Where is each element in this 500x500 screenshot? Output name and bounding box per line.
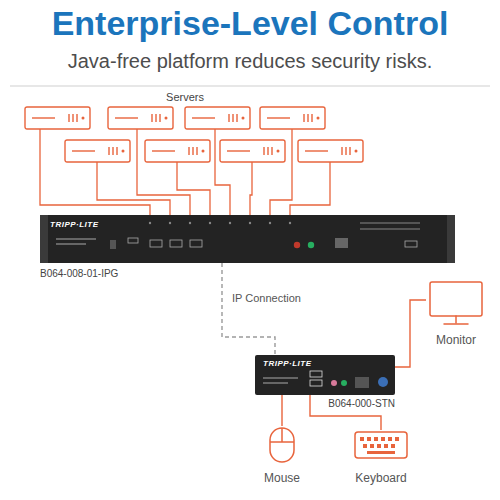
power-switch xyxy=(110,240,116,249)
usb-port xyxy=(190,240,202,247)
server-cable xyxy=(137,129,190,215)
server-icons xyxy=(25,107,363,162)
kvm-switch: TRIPP·LITEB064-008-01-IPG xyxy=(40,215,455,263)
panel-print xyxy=(263,382,288,384)
audio-jack xyxy=(331,380,337,386)
panel-print xyxy=(360,222,420,224)
network-port xyxy=(355,377,369,388)
device-label: Mouse xyxy=(264,471,300,485)
brand-logo: TRIPP·LITE xyxy=(263,359,312,368)
rack-ear xyxy=(447,215,455,263)
device-label: Monitor xyxy=(436,333,476,347)
server-icon xyxy=(65,140,130,162)
console-station-body xyxy=(255,355,395,395)
mouse-cable xyxy=(281,395,282,426)
server-cable xyxy=(215,129,230,215)
server-icon xyxy=(298,140,363,162)
subtitle-text: Java-free platform reduces security risk… xyxy=(0,50,500,73)
ip-connection-line xyxy=(222,263,275,355)
server-cable xyxy=(290,162,330,215)
rack-ear xyxy=(40,215,48,263)
server-icon xyxy=(108,107,173,129)
server-cable xyxy=(177,162,210,215)
switch-chassis xyxy=(40,215,455,263)
keyboard-device: Keyboard xyxy=(351,430,411,486)
server-icon xyxy=(260,107,325,129)
usb-port xyxy=(310,371,322,377)
audio-jack xyxy=(308,242,314,248)
panel-print xyxy=(56,238,96,240)
title-heading: Enterprise-Level Control xyxy=(0,4,500,43)
monitor-icon xyxy=(430,282,482,324)
usb-port xyxy=(150,240,162,247)
port-leds xyxy=(149,222,291,224)
server-icon xyxy=(145,140,210,162)
connection-label: IP Connection xyxy=(230,292,303,304)
server-cable xyxy=(97,162,170,215)
usb-port xyxy=(128,238,138,243)
server-icon xyxy=(25,107,90,129)
server-cables xyxy=(40,129,330,215)
console-station: TRIPP·LITEB064-000-STN xyxy=(255,355,395,395)
server-cable xyxy=(40,129,150,215)
model-label: B064-008-01-IPG xyxy=(40,268,118,279)
power-button xyxy=(378,377,388,387)
monitor-device: Monitor xyxy=(426,280,486,348)
group-label: Servers xyxy=(140,91,230,103)
keyboard-icon xyxy=(355,432,407,458)
panel-print xyxy=(56,243,86,245)
usb-port xyxy=(310,380,322,386)
usb-port xyxy=(405,241,417,247)
mouse-icon xyxy=(270,428,294,462)
mouse-device: Mouse xyxy=(260,426,304,486)
console-chassis xyxy=(255,355,395,395)
header-rule xyxy=(10,86,490,87)
device-label: Keyboard xyxy=(355,471,406,485)
panel-print xyxy=(360,228,420,230)
kvm-switch-body xyxy=(40,215,455,263)
panel-print xyxy=(263,377,298,379)
brand-logo: TRIPP·LITE xyxy=(50,220,99,229)
usb-port xyxy=(170,240,182,247)
model-label: B064-000-STN xyxy=(328,398,395,409)
audio-jack xyxy=(294,242,300,248)
server-cable xyxy=(270,129,292,215)
server-icon xyxy=(220,140,285,162)
server-icon xyxy=(185,107,250,129)
audio-jack xyxy=(341,380,347,386)
server-cable xyxy=(250,162,252,215)
network-port xyxy=(335,238,348,248)
monitor-cable xyxy=(395,300,426,367)
